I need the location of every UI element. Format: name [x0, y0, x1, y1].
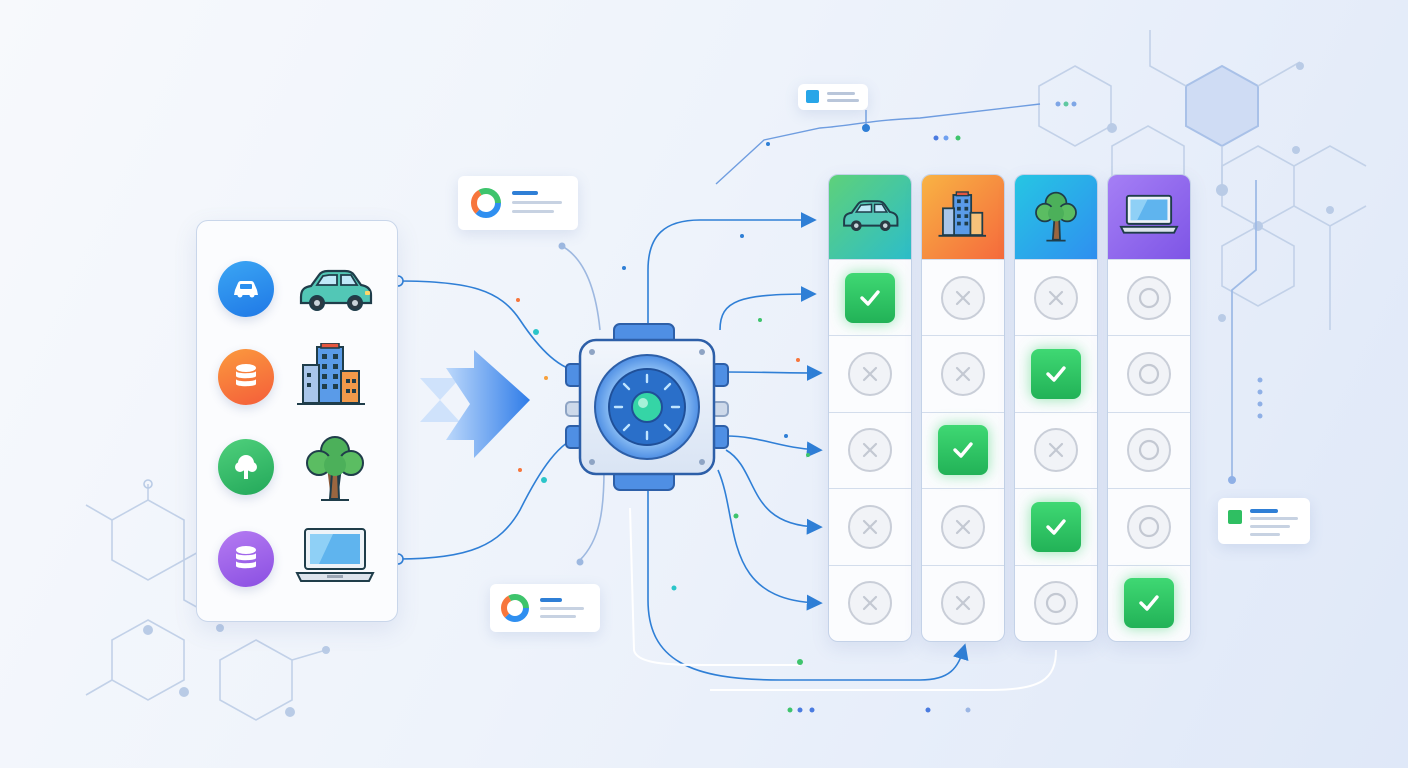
cross-icon	[848, 504, 892, 549]
database-badge	[218, 349, 274, 405]
grid-cell	[1108, 564, 1190, 641]
laptop-object	[293, 525, 377, 595]
empty-circle-icon	[1127, 428, 1171, 473]
car-badge	[218, 261, 274, 317]
category-column	[921, 174, 1005, 642]
tree-icon	[1032, 188, 1080, 246]
car-object	[293, 255, 377, 325]
building-icon	[937, 189, 989, 245]
building-object	[293, 342, 377, 413]
source-row-car	[197, 255, 397, 325]
classifier-processor	[556, 320, 746, 510]
source-row-laptop	[197, 525, 397, 595]
source-row-building	[197, 342, 397, 413]
grid-cell	[829, 488, 911, 564]
category-column	[828, 174, 912, 642]
empty-circle-icon	[1127, 351, 1171, 396]
cross-icon	[848, 351, 892, 396]
grid-cell	[1108, 411, 1190, 488]
grid-cell	[1108, 488, 1190, 564]
category-header	[829, 175, 911, 259]
grid-cell	[1015, 259, 1097, 335]
tree-icon	[306, 436, 364, 501]
donut-chart-icon	[501, 594, 584, 622]
donut-chart-icon	[471, 188, 562, 218]
grid-cell	[922, 564, 1004, 641]
cross-icon	[941, 581, 985, 626]
category-header	[1108, 175, 1190, 259]
laptop-icon	[1118, 192, 1180, 242]
info-card	[490, 584, 600, 632]
database-badge	[218, 531, 274, 587]
category-header	[1015, 175, 1097, 259]
cross-icon	[941, 275, 985, 320]
tree-object	[293, 433, 377, 503]
grid-cell	[829, 564, 911, 641]
cross-icon	[1034, 428, 1078, 473]
building-icon	[297, 342, 365, 405]
grid-cell	[1108, 259, 1190, 335]
check-icon	[938, 425, 988, 476]
empty-circle-icon	[1127, 504, 1171, 549]
grid-cell	[829, 259, 911, 335]
car-icon	[299, 269, 373, 311]
tree-icon	[235, 455, 257, 479]
check-icon	[1031, 348, 1081, 399]
tree-badge	[218, 439, 274, 495]
grid-cell	[922, 335, 1004, 411]
check-icon	[845, 272, 895, 323]
database-icon	[236, 546, 256, 569]
category-column	[1107, 174, 1191, 642]
info-card	[1218, 498, 1310, 544]
category-column	[1014, 174, 1098, 642]
grid-cell	[1015, 411, 1097, 488]
database-icon	[236, 364, 256, 387]
grid-cell	[829, 411, 911, 488]
list-card-icon	[1228, 509, 1298, 536]
cross-icon	[941, 351, 985, 396]
info-card	[798, 84, 868, 110]
cross-icon	[1034, 275, 1078, 320]
grid-cell	[1015, 564, 1097, 641]
grid-cell	[1015, 488, 1097, 564]
car-icon	[838, 192, 902, 242]
flow-arrow	[420, 350, 530, 458]
processor-chip-icon	[565, 323, 729, 491]
car-icon	[234, 281, 258, 298]
list-card-icon	[806, 90, 859, 103]
grid-cell	[829, 335, 911, 411]
grid-cell	[922, 411, 1004, 488]
check-icon	[1031, 501, 1081, 552]
empty-circle-icon	[1034, 581, 1078, 626]
grid-cell	[922, 259, 1004, 335]
empty-circle-icon	[1127, 275, 1171, 320]
laptop-icon	[295, 528, 375, 582]
cross-icon	[941, 504, 985, 549]
grid-cell	[1015, 335, 1097, 411]
grid-cell	[1108, 335, 1190, 411]
source-objects-panel	[196, 220, 398, 622]
info-card	[458, 176, 578, 230]
grid-cell	[922, 488, 1004, 564]
source-row-tree	[197, 433, 397, 503]
cross-icon	[848, 581, 892, 626]
check-icon	[1124, 578, 1174, 629]
category-header	[922, 175, 1004, 259]
cross-icon	[848, 428, 892, 473]
